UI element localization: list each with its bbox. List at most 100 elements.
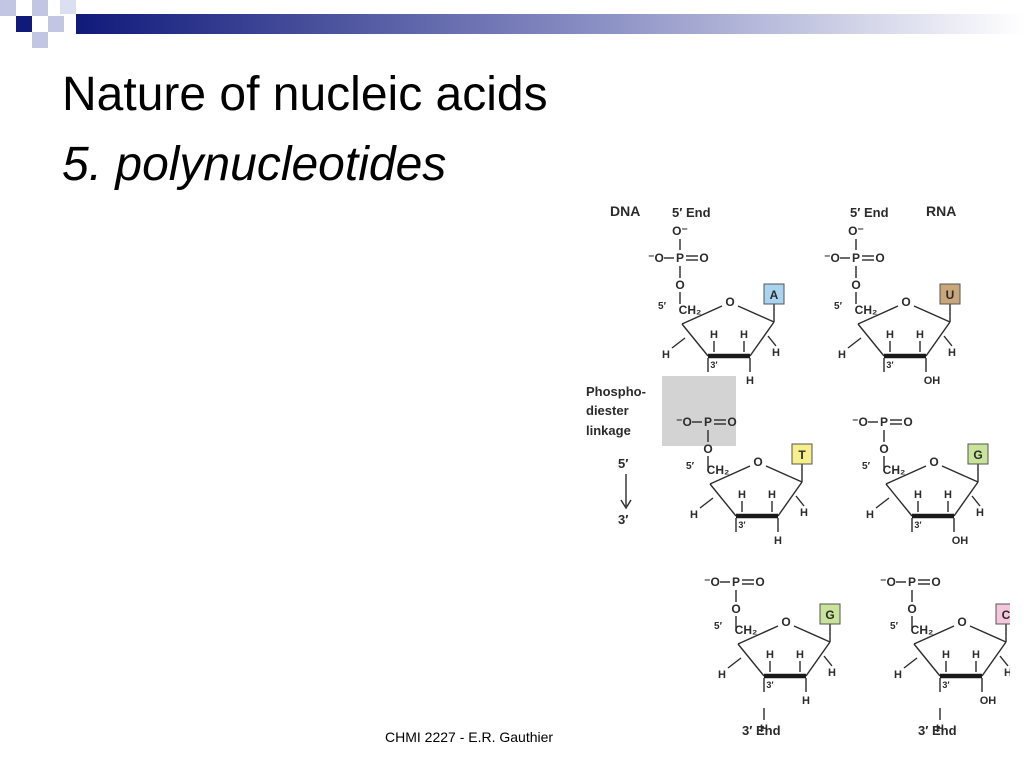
base-box-T (791, 443, 813, 465)
ring-bond (793, 625, 831, 643)
dna-three-prime-end-label: 3′ End (742, 723, 781, 738)
terminal-hydrogen: H (936, 723, 944, 735)
ring-bond (737, 625, 779, 645)
hydrogen: H (800, 507, 808, 519)
ch2-group: CH₂ (679, 303, 702, 317)
dna-label: DNA (610, 203, 640, 219)
hydroxyl-group: OH (952, 535, 969, 547)
phosphorus-atom: P (732, 575, 740, 589)
base-box-G (819, 603, 841, 625)
slide-footer: CHMI 2227 - E.R. Gauthier (385, 729, 554, 745)
three-prime-label: 3′ (914, 520, 921, 530)
h-bond (943, 335, 953, 347)
hydrogen: H (774, 535, 782, 547)
hydrogen: H (746, 375, 754, 387)
phosphate-top-oxygen: O⁻ (848, 224, 864, 238)
phosphorus-atom: P (852, 251, 860, 265)
hydrogen: H (944, 489, 952, 501)
hydrogen: H (948, 347, 956, 359)
ring-bond (737, 643, 765, 677)
hydrogen: H (838, 349, 846, 361)
ring-bond (709, 483, 737, 517)
direction-arrow-head (620, 499, 632, 510)
h-bond (671, 337, 686, 349)
ring-bond (913, 625, 955, 645)
hydrogen: H (662, 349, 670, 361)
h-bond (875, 497, 890, 509)
phosphorus-atom: P (704, 415, 712, 429)
h-bond (727, 657, 742, 669)
phosphate-oxygen-minus: ⁻O (676, 415, 692, 429)
header-gradient-stripe (76, 14, 1024, 34)
phosphorus-atom: P (908, 575, 916, 589)
rna-label: RNA (926, 203, 956, 219)
base-letter-G: G (973, 448, 982, 462)
slide-title: Nature of nucleic acids (62, 68, 548, 121)
hydrogen: H (916, 329, 924, 341)
phosphate-bottom-oxygen: O (879, 442, 888, 456)
base-box-U (939, 283, 961, 305)
h-bond (903, 657, 918, 669)
phosphorus-atom: P (880, 415, 888, 429)
five-prime-label: 5′ (714, 621, 723, 632)
phosphate-oxygen-minus: ⁻O (704, 575, 720, 589)
phosphate-double-bond-oxygen: O (875, 251, 884, 265)
direction-three-prime: 3′ (618, 512, 628, 527)
base-letter-T: T (798, 448, 806, 462)
hydrogen: H (972, 649, 980, 661)
ring-oxygen: O (901, 295, 910, 309)
linkage-label-line-1: Phospho- (586, 384, 646, 399)
hydrogen: H (942, 649, 950, 661)
hydrogen: H (796, 649, 804, 661)
ring-bond (681, 305, 723, 325)
five-prime-label: 5′ (686, 461, 695, 472)
phosphate-double-bond-oxygen: O (931, 575, 940, 589)
hydrogen: H (886, 329, 894, 341)
ring-bond (981, 641, 1007, 677)
hydrogen: H (772, 347, 780, 359)
ring-oxygen: O (753, 455, 762, 469)
rna-five-prime-end-label: 5′ End (850, 205, 889, 220)
hydrogen: H (766, 649, 774, 661)
hydrogen: H (768, 489, 776, 501)
ring-oxygen: O (929, 455, 938, 469)
header-square (32, 32, 48, 48)
phosphate-oxygen-minus: ⁻O (824, 251, 840, 265)
ring-bond (969, 625, 1007, 643)
ring-bond (709, 465, 751, 485)
hydroxyl-group: OH (980, 695, 997, 707)
ring-bond (913, 305, 951, 323)
phosphate-top-oxygen: O⁻ (672, 224, 688, 238)
dna-rna-polynucleotide-figure: DNA RNA 5′ End 5′ End Phospho- diester l… (586, 203, 1010, 738)
five-prime-label: 5′ (862, 461, 871, 472)
hydrogen: H (1004, 667, 1010, 679)
three-prime-label: 3′ (710, 360, 717, 370)
ch2-group: CH₂ (707, 463, 730, 477)
five-prime-label: 5′ (890, 621, 899, 632)
hydrogen: H (894, 669, 902, 681)
hydrogen: H (738, 489, 746, 501)
dna-five-prime-end-label: 5′ End (672, 205, 711, 220)
ring-bond (681, 323, 709, 357)
h-bond (767, 335, 777, 347)
base-box-C (995, 603, 1010, 625)
ring-bond (777, 481, 803, 517)
hydrogen: H (976, 507, 984, 519)
phosphate-double-bond-oxygen: O (903, 415, 912, 429)
terminal-hydrogen: H (760, 723, 768, 735)
phosphate-double-bond-oxygen: O (727, 415, 736, 429)
hydrogen: H (828, 667, 836, 679)
phosphate-oxygen-minus: ⁻O (852, 415, 868, 429)
ring-bond (857, 305, 899, 325)
rna-three-prime-end-label: 3′ End (918, 723, 957, 738)
hydrogen: H (740, 329, 748, 341)
phosphodiester-linkage-highlight (662, 376, 736, 446)
base-letter-U: U (946, 288, 955, 302)
header-square (0, 0, 16, 16)
ring-bond (857, 323, 885, 357)
linkage-label-line-3: linkage (586, 423, 631, 438)
ring-bond (953, 481, 979, 517)
hydrogen: H (690, 509, 698, 521)
h-bond (795, 495, 805, 507)
header-square (16, 16, 32, 32)
